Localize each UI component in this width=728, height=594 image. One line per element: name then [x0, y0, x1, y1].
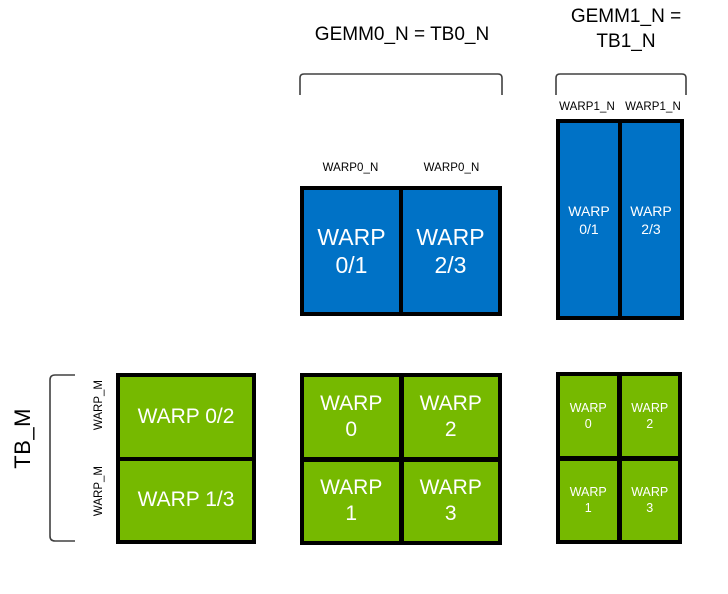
gemm1-accumulator-block: WARP 0/1 WARP 2/3 — [556, 119, 684, 320]
warp1-n-label-right: WARP1_N — [625, 101, 681, 113]
block-cell: WARP 0/1 — [560, 123, 618, 316]
block-cell: WARP 0 — [304, 377, 399, 457]
block-cell: WARP 1/3 — [120, 460, 252, 540]
gemm0-warp-partition-block: WARP 0 WARP 2 WARP 1 WARP 3 — [300, 373, 502, 545]
warp0-n-label-right: WARP0_N — [423, 162, 480, 174]
block-cell: WARP 3 — [621, 460, 678, 540]
block-cell: WARP 0/1 — [304, 190, 399, 312]
block-cell: WARP 3 — [403, 461, 498, 541]
gemm1-warp-partition-block: WARP 0 WARP 2 WARP 1 WARP 3 — [556, 372, 682, 544]
block-cell: WARP 2 — [621, 376, 678, 456]
block-cell: WARP 1 — [304, 461, 399, 541]
warp-m-label-bottom: WARP_M — [93, 466, 105, 517]
block-cell: WARP 1 — [560, 460, 617, 540]
gemm0-n-title: GEMM0_N = TB0_N — [314, 24, 490, 45]
gemm0-span-bracket — [298, 72, 504, 96]
block-cell: WARP 2/3 — [622, 123, 680, 316]
block-cell: WARP 0/2 — [120, 377, 252, 457]
tb-m-label: TB_M — [10, 408, 35, 469]
gemm0-accumulator-block: WARP 0/1 WARP 2/3 — [300, 186, 502, 316]
gemm1-n-title: GEMM1_N = TB1_N — [570, 6, 682, 52]
block-cell: WARP 0 — [560, 376, 617, 456]
warp-m-label-top: WARP_M — [93, 380, 105, 431]
warp1-n-label-left: WARP1_N — [559, 101, 615, 113]
tb-m-operand-block: WARP 0/2 WARP 1/3 — [116, 373, 256, 544]
tb-m-span-bracket — [47, 373, 77, 543]
warp0-n-label-left: WARP0_N — [322, 162, 379, 174]
block-cell: WARP 2 — [403, 377, 498, 457]
gemm1-span-bracket — [554, 72, 688, 96]
block-cell: WARP 2/3 — [403, 190, 498, 312]
